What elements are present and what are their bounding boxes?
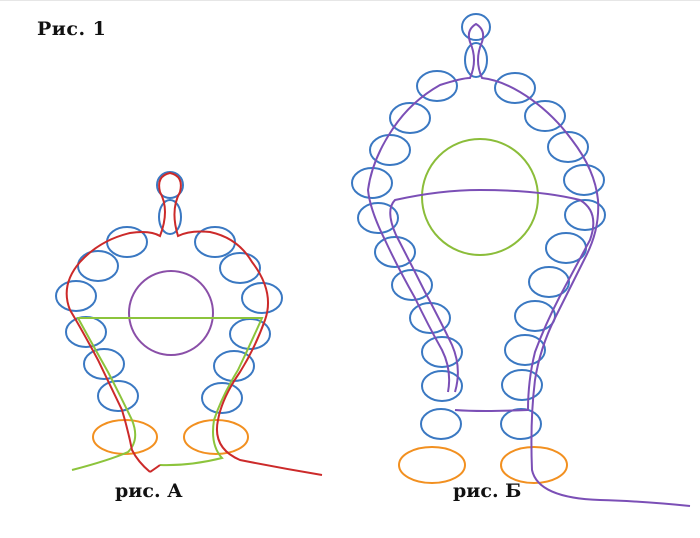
figure-a-bead bbox=[241, 282, 283, 314]
figure-b-bead bbox=[351, 167, 393, 199]
figure-b-bead bbox=[391, 269, 433, 301]
figure-b-bead bbox=[514, 300, 556, 332]
figure-b-bead bbox=[547, 131, 589, 163]
figure-title: Рис. 1 bbox=[37, 18, 107, 40]
figure-b-bead bbox=[374, 236, 416, 268]
figure-a-red-thread bbox=[65, 171, 323, 476]
figure-b-center-bead bbox=[421, 138, 539, 256]
figure-a-bead bbox=[83, 348, 125, 380]
figure-b-orange-bead bbox=[500, 446, 568, 484]
figure-b-neck-bead bbox=[464, 42, 488, 78]
figure-b-bead bbox=[564, 199, 606, 231]
figure-b-bead bbox=[500, 408, 542, 440]
figure-a-green-thread bbox=[71, 317, 264, 471]
figure-b-bead bbox=[501, 369, 543, 401]
figure-b bbox=[351, 13, 691, 507]
figure-a-center-bead bbox=[128, 270, 214, 356]
figure-b-bead bbox=[421, 336, 463, 368]
figure-b-bead bbox=[420, 408, 462, 440]
figure-a-bead bbox=[219, 252, 261, 284]
figure-a-bead bbox=[77, 250, 119, 282]
figure-b-bead bbox=[357, 202, 399, 234]
figure-a-neck-bead bbox=[158, 199, 182, 235]
figure-a-bead bbox=[55, 280, 97, 312]
figure-a-orange-bead bbox=[183, 419, 249, 455]
caption-figure-a: рис. А bbox=[115, 480, 183, 502]
figure-a-bead bbox=[201, 382, 243, 414]
figure-b-bead bbox=[416, 70, 458, 102]
figure-b-orange-bead bbox=[398, 446, 466, 484]
figure-a-bead bbox=[97, 380, 139, 412]
figure-b-bead bbox=[528, 266, 570, 298]
figure-b-bead bbox=[389, 102, 431, 134]
figure-b-purple-thread-outer bbox=[366, 22, 691, 507]
top-border-line bbox=[0, 0, 700, 1]
figure-b-bead bbox=[504, 334, 546, 366]
figure-b-purple-thread bbox=[389, 188, 595, 412]
figure-b-top-bead bbox=[461, 13, 491, 41]
figure-b-bead bbox=[421, 370, 463, 402]
caption-figure-b: рис. Б bbox=[453, 480, 522, 502]
figure-b-bead bbox=[524, 100, 566, 132]
figure-a-red-thread-tail bbox=[149, 464, 161, 473]
figure-a bbox=[55, 171, 323, 476]
figure-b-bead bbox=[369, 134, 411, 166]
figure-b-bead bbox=[563, 164, 605, 196]
figure-a-orange-bead bbox=[92, 419, 158, 455]
figure-b-bead bbox=[494, 72, 536, 104]
